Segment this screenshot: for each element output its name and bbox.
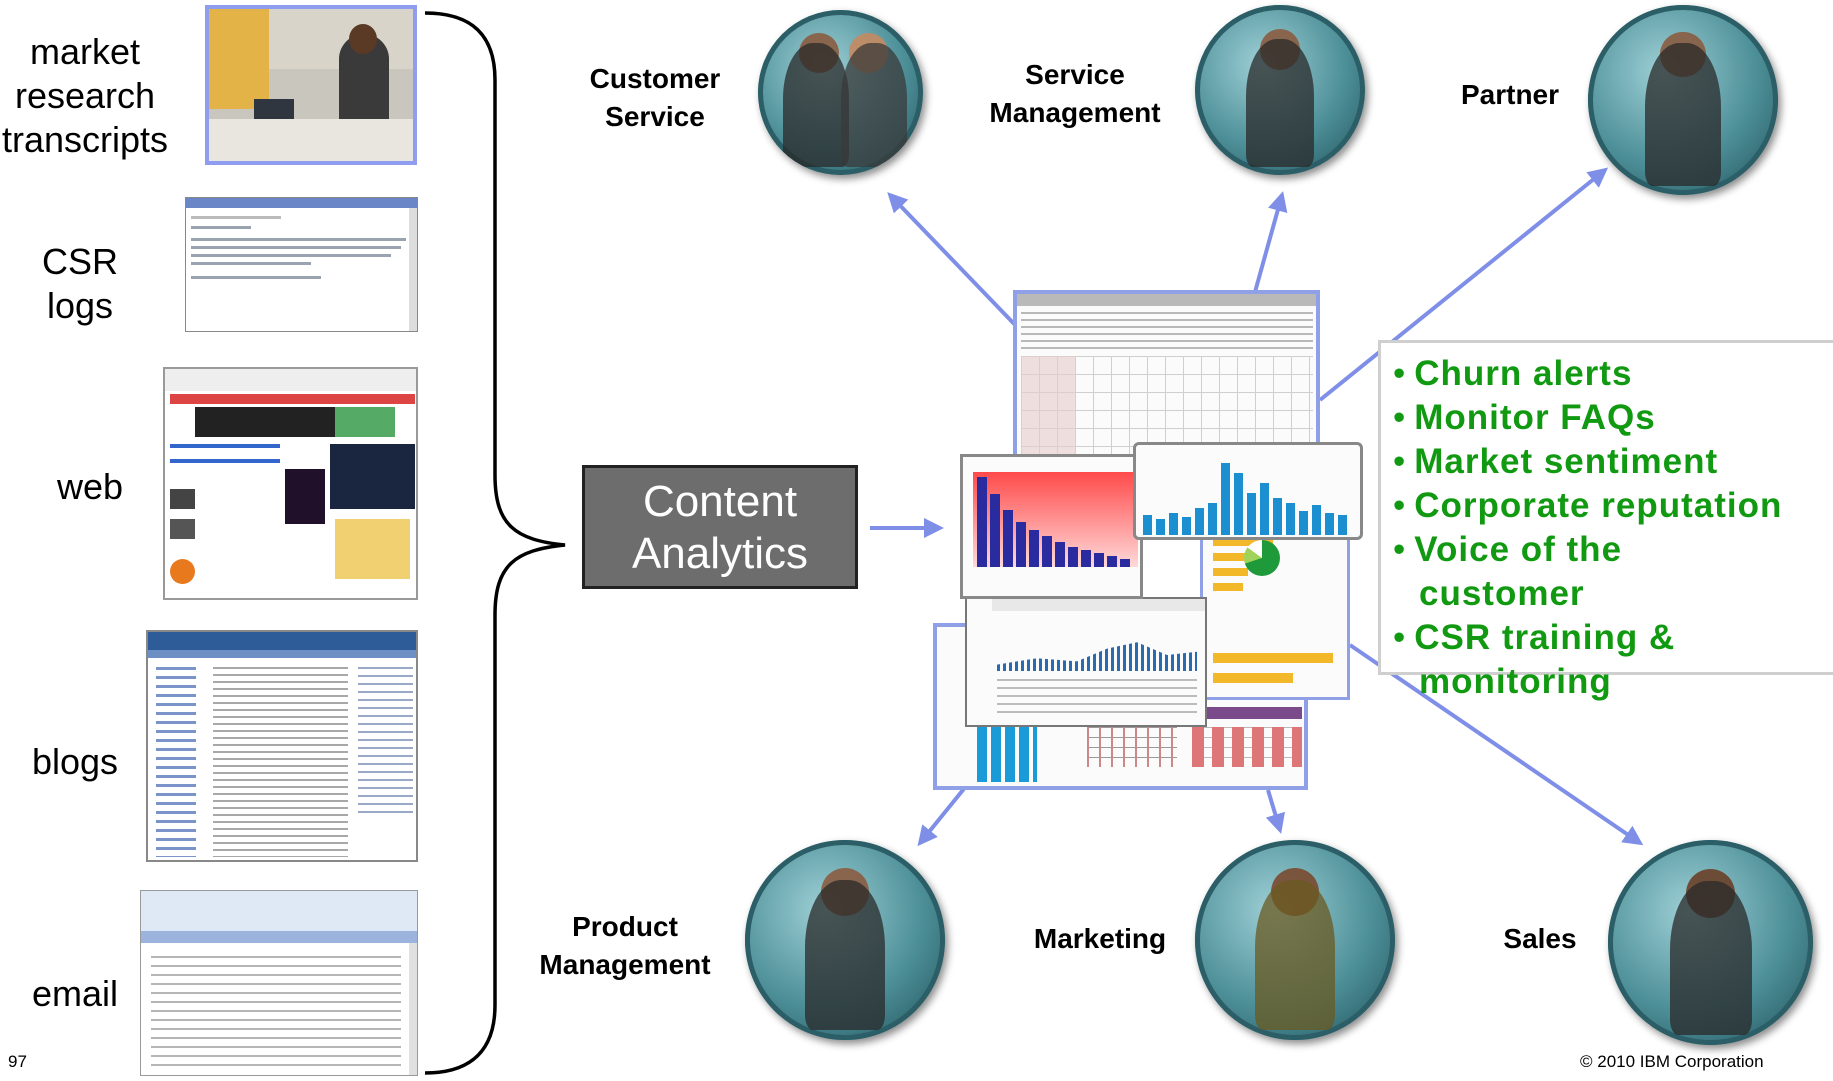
- blue-bar-chart-panel: [1133, 442, 1363, 540]
- source-label-csr-logs: CSR logs: [41, 241, 118, 326]
- sales-photo: [1608, 840, 1813, 1045]
- outcome-voice-of-customer-cont: customer: [1419, 574, 1585, 613]
- grouping-brace: [424, 11, 566, 1075]
- role-label-marketing: Marketing: [1033, 923, 1167, 954]
- right-bars-panel: [1200, 520, 1350, 700]
- arrow-to-customer-service: [887, 192, 1022, 332]
- source-label-email: email: [31, 973, 119, 1014]
- copyright: © 2010 IBM Corporation: [1580, 1052, 1764, 1071]
- page-number: 97: [8, 1052, 27, 1071]
- web-page-screenshot: [163, 367, 418, 600]
- source-label-blogs: blogs: [31, 741, 119, 782]
- customer-service-photo: [758, 10, 923, 175]
- outcome-monitor-faqs: •Monitor FAQs: [1393, 398, 1656, 437]
- outcome-market-sentiment: •Market sentiment: [1393, 442, 1719, 481]
- marketing-photo: [1195, 840, 1395, 1040]
- outcome-csr-training-cont: monitoring: [1419, 662, 1612, 701]
- arrow-to-product-management: [917, 783, 969, 847]
- role-label-product-management: Product Management: [539, 911, 711, 980]
- time-series-panel: [965, 597, 1207, 727]
- pie-chart-icon: [1244, 540, 1280, 576]
- outcome-voice-of-customer: •Voice of the: [1393, 530, 1623, 569]
- call-center-photo: [205, 5, 417, 165]
- content-analytics-box: Content Analytics: [582, 465, 858, 589]
- role-label-customer-service: Customer Service: [589, 63, 721, 132]
- arrow-to-service-management: [1253, 191, 1288, 293]
- email-screenshot: [140, 890, 418, 1076]
- outcome-corporate-reputation: •Corporate reputation: [1393, 486, 1783, 525]
- arrow-to-marketing: [1265, 789, 1285, 834]
- source-label-market-research: market research transcripts: [1, 31, 169, 160]
- product-management-photo: [745, 840, 945, 1040]
- role-label-sales: Sales: [1503, 923, 1577, 954]
- service-management-photo: [1195, 5, 1365, 175]
- notepad-screenshot: [185, 197, 418, 332]
- role-label-partner: Partner: [1460, 79, 1560, 110]
- outcome-csr-training: •CSR training &: [1393, 618, 1676, 657]
- outcome-churn-alerts: •Churn alerts: [1393, 354, 1633, 393]
- arrow-to-sales: [1348, 643, 1644, 846]
- outcomes-box: [1378, 340, 1833, 675]
- blog-screenshot: [146, 630, 418, 862]
- source-label-web: web: [56, 466, 124, 507]
- partner-photo: [1588, 5, 1778, 195]
- red-bar-chart-panel: [960, 454, 1143, 599]
- role-label-service-management: Service Management: [989, 59, 1161, 128]
- arrow-to-partner: [1318, 167, 1609, 402]
